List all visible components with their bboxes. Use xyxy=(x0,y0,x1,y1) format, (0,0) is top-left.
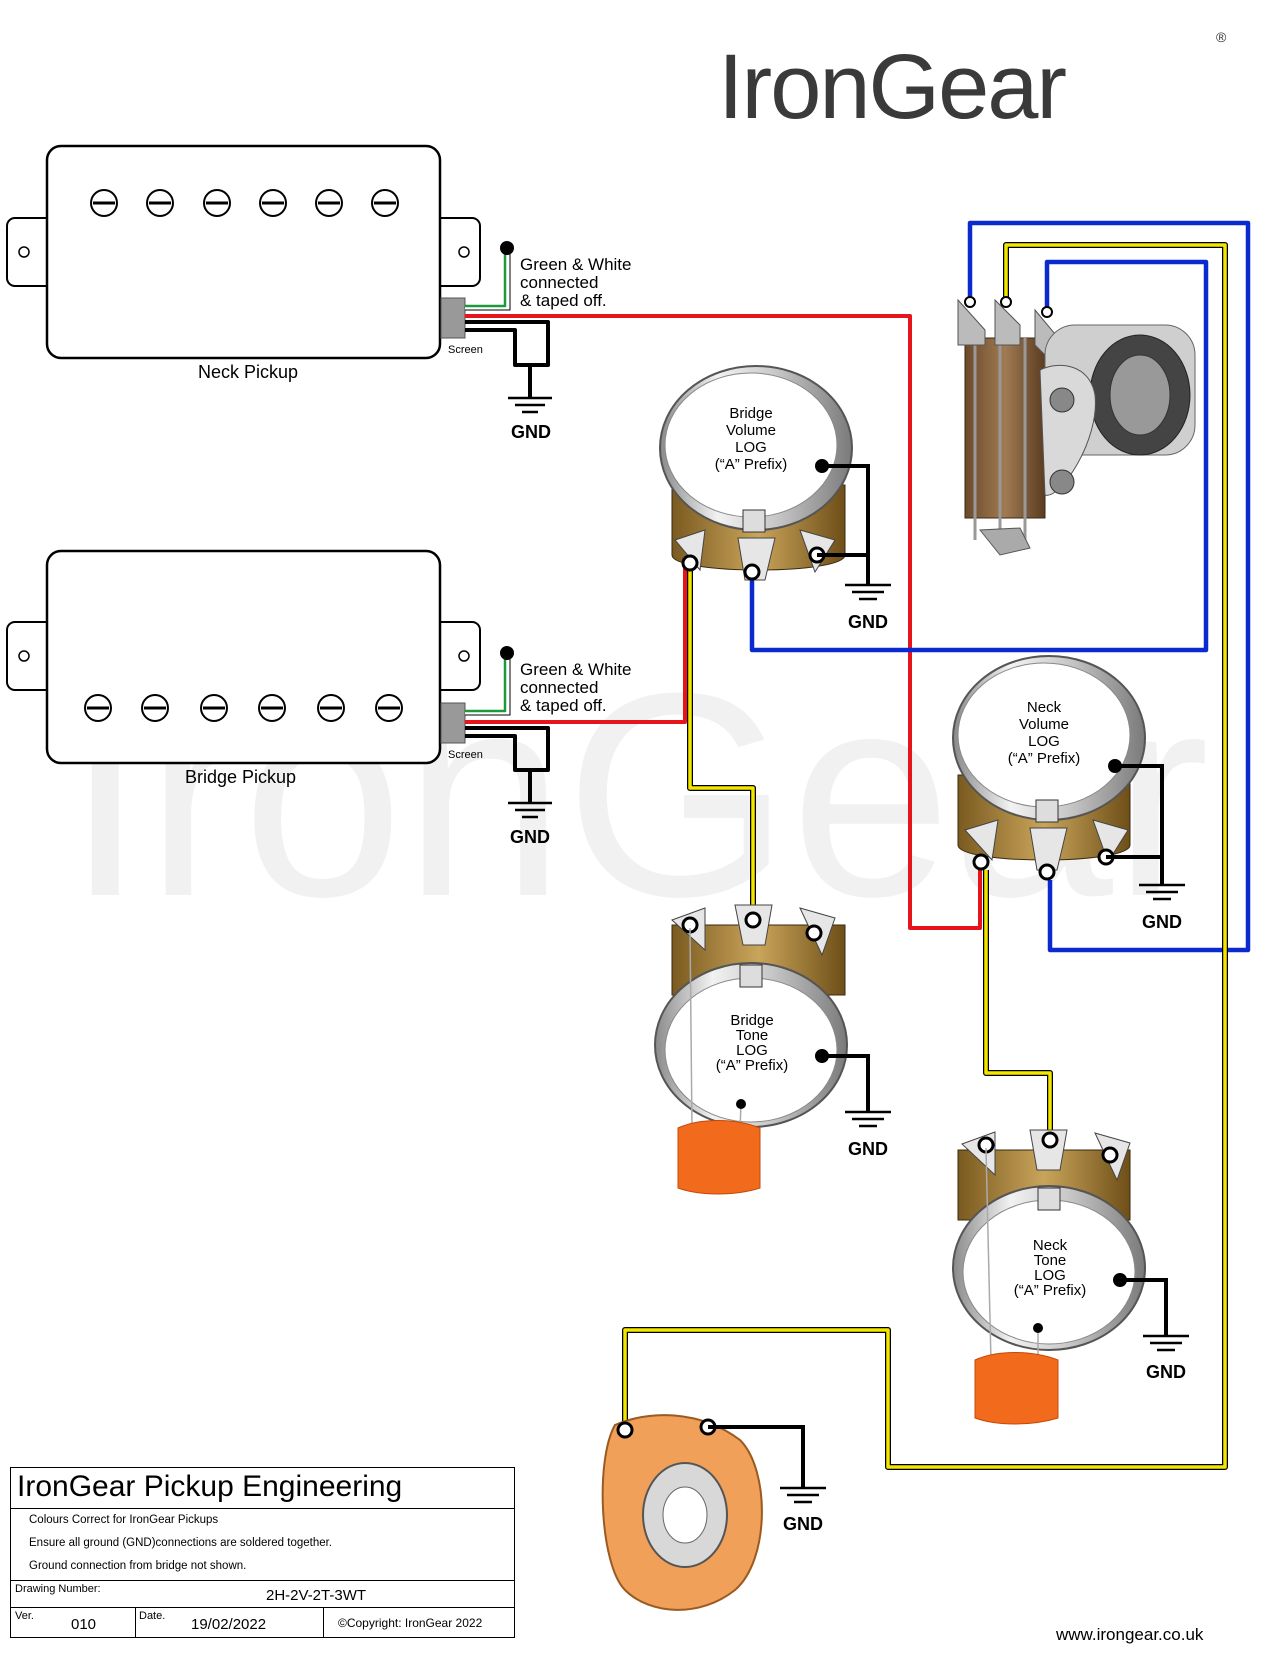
website-link[interactable]: www.irongear.co.uk xyxy=(1056,1625,1204,1644)
neck-volume-label-4: (“A” Prefix) xyxy=(1008,750,1081,767)
bridge-volume-gnd-label: GND xyxy=(848,612,888,632)
switch-wires-blue xyxy=(749,220,1251,953)
title-block-note-1: Colours Correct for IronGear Pickups xyxy=(29,1514,219,1526)
signal-wires-yellow xyxy=(622,242,1228,1470)
neck-pickup-label: Neck Pickup xyxy=(198,362,298,382)
bridge-note-line-1: Green & White xyxy=(520,660,632,679)
bridge-volume-label-3: LOG xyxy=(735,439,767,456)
bridge-pickup-label: Bridge Pickup xyxy=(185,767,296,787)
neck-note-line-3: & taped off. xyxy=(520,291,607,310)
neck-tone-gnd-wire xyxy=(1113,1273,1168,1336)
output-jack xyxy=(601,1414,763,1611)
bridge-tone-label-1: Bridge xyxy=(730,1012,773,1029)
registered-mark: ® xyxy=(1216,29,1227,45)
neck-screen-label: Screen xyxy=(448,344,483,356)
neck-volume-label-2: Volume xyxy=(1019,716,1069,733)
neck-volume-pot xyxy=(952,655,1146,881)
title-block-note-2: Ensure all ground (GND)connections are s… xyxy=(29,1537,333,1549)
neck-note-line-1: Green & White xyxy=(520,255,632,274)
neck-tone-label-4: (“A” Prefix) xyxy=(1014,1282,1087,1299)
neck-tone-label-2: Tone xyxy=(1034,1252,1067,1269)
neck-tone-pot xyxy=(952,1129,1146,1351)
neck-volume-gnd-label: GND xyxy=(1142,912,1182,932)
neck-pickup xyxy=(6,144,481,360)
title-block-company: IronGear Pickup Engineering xyxy=(17,1470,403,1503)
bridge-note-line-3: & taped off. xyxy=(520,696,607,715)
jack-gnd-symbol xyxy=(780,1486,826,1504)
date-label: Date. xyxy=(139,1610,166,1622)
bridge-volume-gnd-wire xyxy=(815,459,870,585)
bridge-tone-gnd-label: GND xyxy=(848,1139,888,1159)
neck-volume-label-3: LOG xyxy=(1028,733,1060,750)
bridge-volume-label-4: (“A” Prefix) xyxy=(715,456,788,473)
bridge-tone-label-4: (“A” Prefix) xyxy=(716,1057,789,1074)
neck-tone-capacitor xyxy=(974,1147,1059,1425)
ver-label: Ver. xyxy=(15,1610,34,1622)
neck-pickup-gnd-label: GND xyxy=(511,422,551,442)
bridge-volume-pot xyxy=(659,365,853,581)
bridge-volume-label-1: Bridge xyxy=(729,405,772,422)
neck-tone-gnd-symbol xyxy=(1143,1334,1189,1352)
bridge-tone-label-3: LOG xyxy=(736,1042,768,1059)
bridge-tone-pot xyxy=(654,904,848,1128)
bridge-screen-label: Screen xyxy=(448,749,483,761)
bridge-pickup-gnd-symbol xyxy=(508,801,552,819)
bridge-volume-gnd-symbol xyxy=(845,583,891,601)
bridge-volume-label-2: Volume xyxy=(726,422,776,439)
bridge-pickup-gnd-label: GND xyxy=(510,827,550,847)
title-block-note-3: Ground connection from bridge not shown. xyxy=(29,1560,247,1572)
bridge-tone-label-2: Tone xyxy=(736,1027,769,1044)
bridge-tone-gnd-wire xyxy=(815,1049,870,1112)
neck-pickup-gnd-symbol xyxy=(508,396,552,414)
bridge-pickup xyxy=(6,549,481,765)
copyright: ©Copyright: IronGear 2022 xyxy=(338,1616,483,1630)
neck-tone-label-3: LOG xyxy=(1034,1267,1066,1284)
title-block: IronGear Pickup Engineering Colours Corr… xyxy=(10,1467,515,1638)
neck-volume-label-1: Neck xyxy=(1027,699,1062,716)
bridge-pole-pieces xyxy=(84,694,403,722)
neck-pole-pieces xyxy=(90,189,399,217)
date: 19/02/2022 xyxy=(191,1616,267,1633)
bridge-note-line-2: connected xyxy=(520,678,598,697)
neck-tone-label-1: Neck xyxy=(1033,1237,1068,1254)
bridge-tone-gnd-symbol xyxy=(845,1110,891,1128)
bridge-pickup-leads xyxy=(465,563,687,803)
bridge-tone-capacitor xyxy=(677,927,761,1195)
neck-note-line-2: connected xyxy=(520,273,598,292)
neck-volume-gnd-symbol xyxy=(1139,883,1185,901)
neck-tone-gnd-label: GND xyxy=(1146,1362,1186,1382)
version: 010 xyxy=(71,1616,97,1633)
jack-gnd-wire xyxy=(708,1425,805,1488)
neck-volume-gnd-wire xyxy=(1106,759,1164,885)
drawing-number: 2H-2V-2T-3WT xyxy=(266,1587,367,1604)
drawing-number-label: Drawing Number: xyxy=(15,1583,101,1595)
brand-logo: IronGear xyxy=(718,36,1066,138)
three-way-switch xyxy=(957,296,1196,556)
jack-gnd-label: GND xyxy=(783,1514,823,1534)
